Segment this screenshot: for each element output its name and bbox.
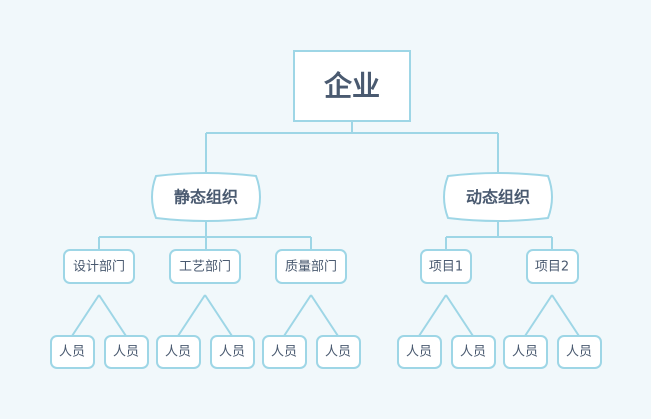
dept-label-quality: 质量部门: [285, 260, 337, 275]
edge-project2-to-members: [524, 294, 580, 337]
branch-label-static: 静态组织: [174, 188, 238, 207]
edge-quality-to-members: [283, 294, 339, 337]
member-node: 人员: [397, 335, 442, 369]
dept-node-quality: 质量部门: [275, 249, 347, 284]
member-node: 人员: [50, 335, 95, 369]
member-node: 人员: [262, 335, 307, 369]
member-label: 人员: [566, 345, 592, 360]
member-label: 人员: [406, 345, 432, 360]
edge-project1-to-members: [418, 294, 474, 337]
edge-process-to-members: [177, 294, 233, 337]
member-node: 人员: [557, 335, 602, 369]
member-node: 人员: [503, 335, 548, 369]
dept-label-process: 工艺部门: [179, 260, 231, 275]
dept-label-design: 设计部门: [73, 260, 125, 275]
member-label: 人员: [512, 345, 538, 360]
member-node: 人员: [156, 335, 201, 369]
member-label: 人员: [325, 345, 351, 360]
edge-design-to-members: [71, 294, 127, 337]
dept-node-process: 工艺部门: [169, 249, 241, 284]
project-label-1: 项目1: [429, 260, 463, 275]
dept-node-design: 设计部门: [63, 249, 135, 284]
connectors: [71, 121, 580, 337]
root-label: 企业: [324, 70, 380, 103]
member-label: 人员: [219, 345, 245, 360]
member-node: 人员: [316, 335, 361, 369]
member-label: 人员: [113, 345, 139, 360]
project-node-1: 项目1: [420, 249, 472, 284]
edge-root-to-branches: [205, 121, 499, 174]
branch-label-dynamic: 动态组织: [466, 188, 530, 207]
root-node: 企业: [293, 50, 411, 122]
member-label: 人员: [271, 345, 297, 360]
project-node-2: 项目2: [526, 249, 579, 284]
project-label-2: 项目2: [535, 260, 569, 275]
edge-dynamic-to-projects: [445, 220, 553, 250]
edge-static-to-departments: [98, 220, 312, 250]
member-label: 人员: [460, 345, 486, 360]
member-label: 人员: [165, 345, 191, 360]
branch-node-dynamic: 动态组织: [443, 172, 553, 222]
member-label: 人员: [59, 345, 85, 360]
member-node: 人员: [210, 335, 255, 369]
member-node: 人员: [451, 335, 496, 369]
member-node: 人员: [104, 335, 149, 369]
branch-node-static: 静态组织: [151, 172, 261, 222]
